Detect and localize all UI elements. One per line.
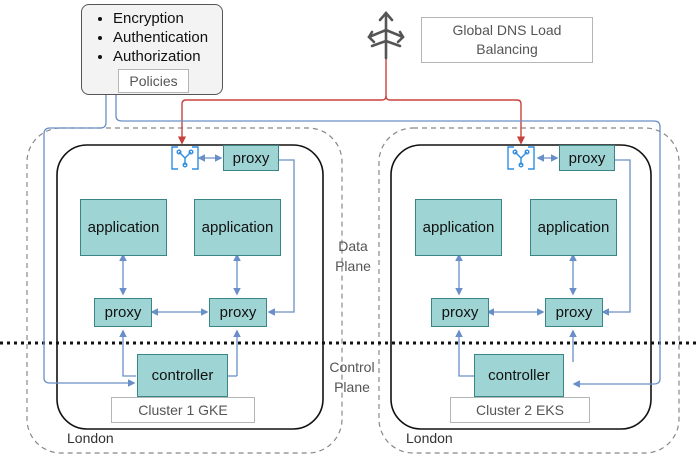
policy-item: Authentication <box>113 28 222 47</box>
sidecar-proxy: proxy <box>209 298 267 327</box>
data-plane-label: Data Plane <box>325 236 381 276</box>
global-dns-label-line: Balancing <box>476 41 538 57</box>
circuit-gateway-icon <box>507 146 535 170</box>
control-plane-label-line: Plane <box>334 379 370 395</box>
policy-link <box>43 95 136 387</box>
load-balancer-icon <box>367 11 405 60</box>
policy-link <box>115 95 661 388</box>
gateway-proxy: proxy <box>559 145 615 171</box>
application-node: application <box>194 199 281 256</box>
circuit-gateway-icon <box>171 146 199 170</box>
dns-route <box>385 95 526 145</box>
sidecar-proxy: proxy <box>431 298 489 327</box>
application-node: application <box>530 199 617 256</box>
cluster-name-label: Cluster 1 GKE <box>111 397 255 423</box>
policy-item: Authorization <box>113 47 222 66</box>
global-dns-label-line: Global DNS Load <box>452 22 562 38</box>
cluster-outline-right <box>390 144 652 430</box>
controller-node: controller <box>137 354 228 397</box>
region-label: London <box>406 430 453 446</box>
application-node: application <box>415 199 502 256</box>
link <box>267 159 295 316</box>
policy-item: Encryption <box>113 9 222 28</box>
cluster-outline-left <box>56 144 324 430</box>
application-node: application <box>80 199 167 256</box>
sidecar-proxy: proxy <box>545 298 603 327</box>
policy-list: Encryption Authentication Authorization <box>82 9 222 66</box>
region-outline-left <box>26 127 343 454</box>
gateway-proxy: proxy <box>223 145 279 171</box>
policies-label: Policies <box>118 69 189 93</box>
cluster-name-label: Cluster 2 EKS <box>450 397 590 423</box>
link <box>601 159 631 316</box>
control-plane-label: Control Plane <box>320 357 384 397</box>
data-plane-label-line: Plane <box>335 258 371 274</box>
link <box>119 329 136 377</box>
global-dns-label: Global DNS Load Balancing <box>421 17 593 63</box>
control-plane-label-line: Control <box>329 359 375 375</box>
sidecar-proxy: proxy <box>94 298 152 327</box>
data-plane-label-line: Data <box>338 238 368 254</box>
region-label: London <box>67 430 114 446</box>
region-outline-right <box>378 127 680 454</box>
link <box>455 329 474 377</box>
controller-node: controller <box>474 354 564 397</box>
